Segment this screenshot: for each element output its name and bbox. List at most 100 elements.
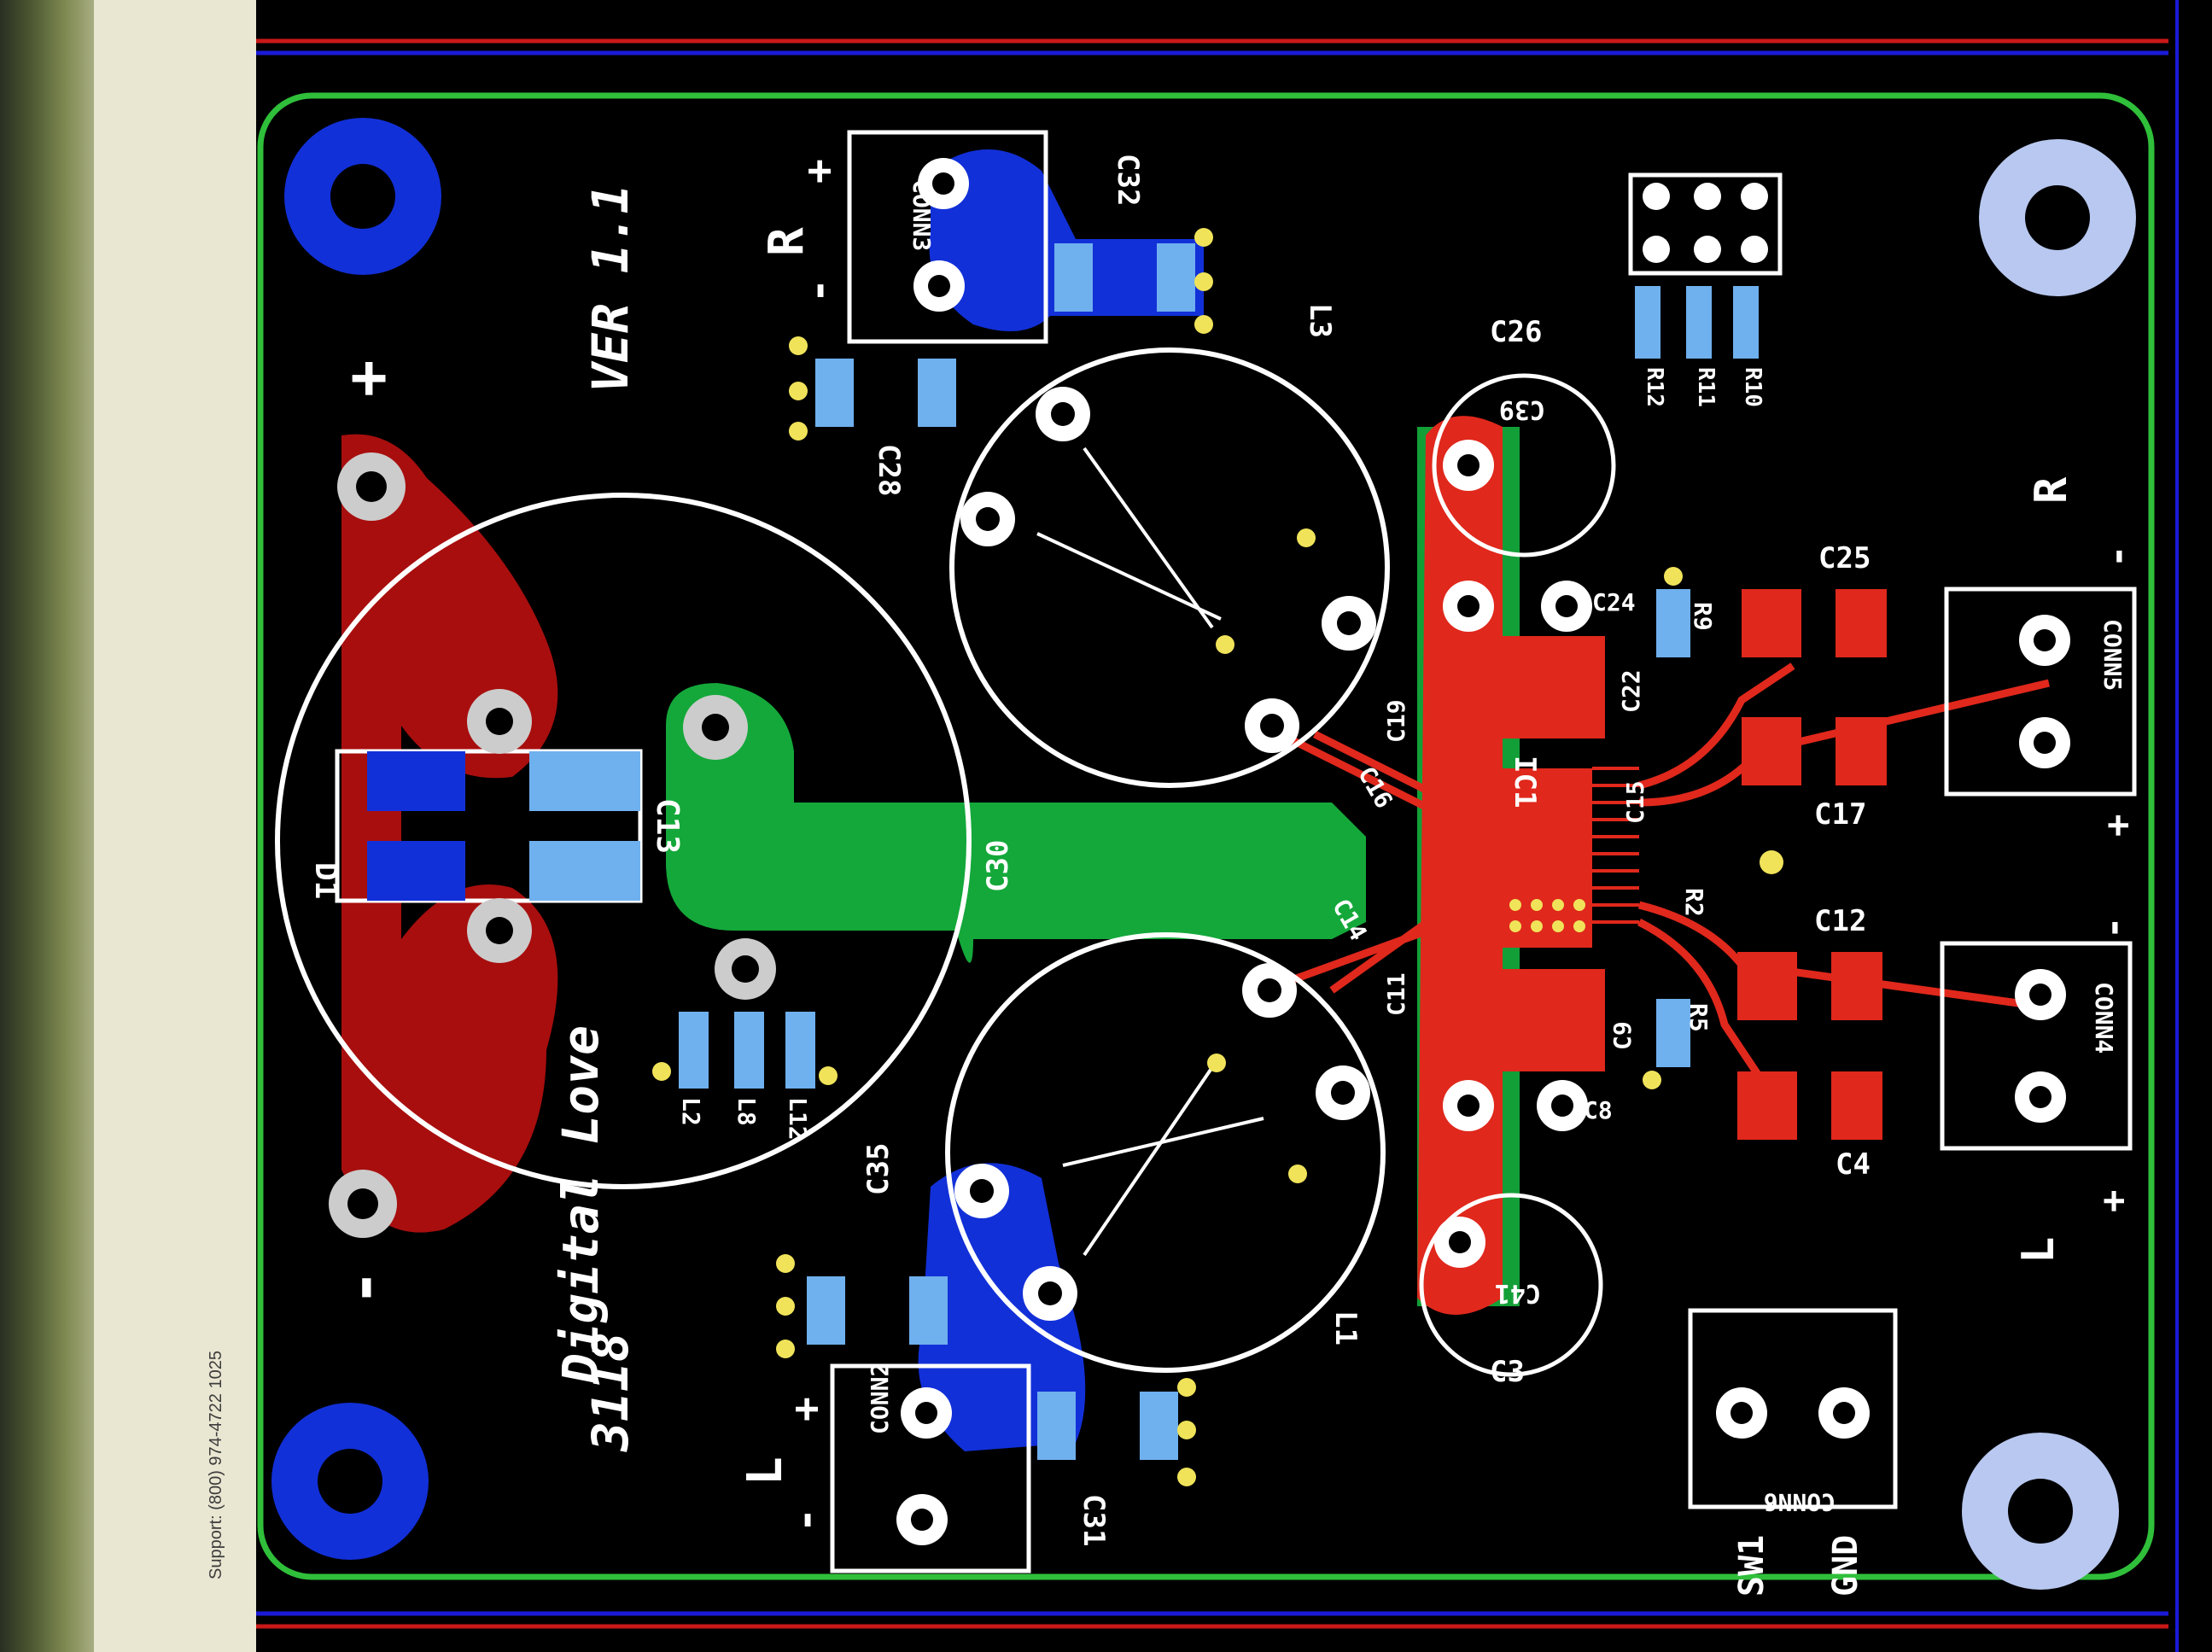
l-channel-label-right: L: [2013, 1237, 2064, 1264]
power-pour: [341, 434, 558, 1233]
conn2-label: CONN2: [866, 1363, 894, 1434]
conn3-minus: -: [795, 278, 843, 303]
l3-silk-line-1: [1036, 532, 1222, 621]
mounting-hole-top-right: [1979, 139, 2136, 296]
l1-label: L1: [1328, 1311, 1363, 1346]
c4-pads: [1737, 1071, 1882, 1140]
l12-label: L12: [784, 1097, 812, 1141]
c4-label: C4: [1836, 1147, 1871, 1182]
r11-label: R11: [1693, 367, 1719, 407]
c15-label: C15: [1621, 780, 1649, 824]
board-outline: [257, 92, 2155, 1580]
l1-silk-line-2: [1083, 1065, 1214, 1257]
c12-pads: [1737, 952, 1882, 1020]
pcb-canvas[interactable]: Digital Love 3118 VER 1.1 + - R + - L + …: [256, 0, 2212, 1652]
l1-outline: [945, 932, 1386, 1373]
c11-label: C11: [1382, 972, 1410, 1016]
c30-label: C30: [981, 840, 1015, 892]
r10-label: R10: [1740, 367, 1766, 407]
mounting-hole-top-left: [284, 118, 441, 275]
c19-label: C19: [1382, 699, 1410, 743]
conn5-minus: -: [2096, 546, 2139, 569]
conn3-label: CONN3: [908, 179, 936, 251]
app-left-panel: Support: (800) 974-4722 1025 ↶ ↷ ✂ ⧉ 📋 ✕…: [94, 0, 324, 1652]
l8-label: L8: [732, 1097, 761, 1126]
c31-label: C31: [1077, 1494, 1111, 1546]
c3-label: C3: [1490, 1355, 1525, 1389]
c25-pads: [1742, 589, 1887, 657]
conn5-outline: [1944, 587, 2137, 797]
l3-label: L3: [1303, 303, 1337, 338]
c17-label: C17: [1814, 797, 1866, 832]
c26-label: C26: [1490, 315, 1542, 349]
d1-pad-b: [367, 841, 465, 901]
conn3-outline: [847, 130, 1048, 344]
r12-label: R12: [1642, 367, 1667, 407]
conn2-plus: +: [782, 1397, 830, 1421]
c25-label: C25: [1818, 541, 1871, 575]
c9-label: C9: [1608, 1021, 1637, 1050]
c3-outline: [1419, 1193, 1603, 1377]
r5-label: R5: [1684, 1003, 1713, 1032]
ic1-vias: [1509, 899, 1585, 932]
ground-pour: [666, 683, 1366, 963]
top-copper-traces: [1261, 663, 2051, 1078]
ic1-label: IC1: [1508, 756, 1542, 808]
l2-label: L2: [677, 1097, 705, 1126]
power-minus-label: -: [327, 1270, 399, 1306]
c35-label: C35: [861, 1143, 896, 1195]
board-version: VER 1.1: [581, 184, 639, 393]
c26-outline: [1432, 373, 1616, 557]
top-copper-pad-upper: [1451, 636, 1605, 738]
conn4-label: CONN4: [2090, 982, 2118, 1054]
r9-label: R9: [1689, 602, 1717, 631]
conn3-plus: +: [795, 159, 843, 184]
conn5-label: CONN5: [2098, 619, 2127, 691]
conn6-outline: [1688, 1308, 1898, 1509]
l-channel-label-left: L: [738, 1456, 793, 1486]
smd-vias: [652, 228, 1783, 1486]
c8-label: C8: [1584, 1096, 1613, 1124]
gnd-label: GND: [1826, 1535, 1865, 1597]
bottom-copper-l: [918, 1163, 1086, 1451]
d1-label: D1: [308, 862, 343, 899]
r-channel-label-right: R: [2026, 476, 2077, 504]
conn2-outline: [830, 1363, 1031, 1573]
c24-label: C24: [1592, 588, 1636, 616]
d1-pad-a: [367, 751, 465, 811]
monitor-bezel: [0, 0, 94, 1652]
c22-label: C22: [1617, 669, 1645, 713]
header-6pin-pads: [1643, 183, 1768, 263]
l3-silk-line-2: [1083, 447, 1214, 629]
conn4-minus: -: [2092, 917, 2135, 940]
conn4-plus: +: [2092, 1190, 2135, 1213]
mounting-hole-bottom-right: [1962, 1433, 2119, 1590]
c13-pad-a: [529, 751, 640, 811]
r-channel-label-top: R: [759, 227, 814, 256]
c32-label: C32: [1111, 154, 1145, 206]
r2-label: R2: [1680, 888, 1708, 917]
l3-outline: [949, 347, 1390, 788]
c17-pads: [1742, 717, 1887, 785]
c39-label: C39: [1499, 394, 1545, 424]
ic1-pins: [1451, 767, 1639, 924]
conn5-plus: +: [2096, 814, 2139, 838]
board-number: 3118: [581, 1332, 639, 1452]
conn4-outline: [1940, 941, 2133, 1151]
c13-label: C13: [650, 798, 685, 854]
mounting-hole-bottom-left: [271, 1403, 429, 1560]
conn2-minus: -: [782, 1508, 830, 1532]
header-6pin-outline: [1628, 172, 1783, 276]
c28-label: C28: [872, 444, 906, 496]
c13-pad-b: [529, 841, 640, 901]
power-plus-label: +: [331, 360, 403, 397]
ic1-footprint: [1490, 768, 1592, 948]
sw1-label: SW1: [1732, 1535, 1771, 1597]
c30-outline: [275, 493, 972, 1189]
c12-label: C12: [1814, 904, 1866, 938]
conn6-label: CONN6: [1764, 1488, 1836, 1516]
through-hole-pads: [329, 158, 2070, 1545]
bottom-copper-r: [929, 149, 1204, 331]
smd-blue-pads: [679, 243, 1759, 1460]
top-copper-pad-lower: [1451, 969, 1605, 1071]
